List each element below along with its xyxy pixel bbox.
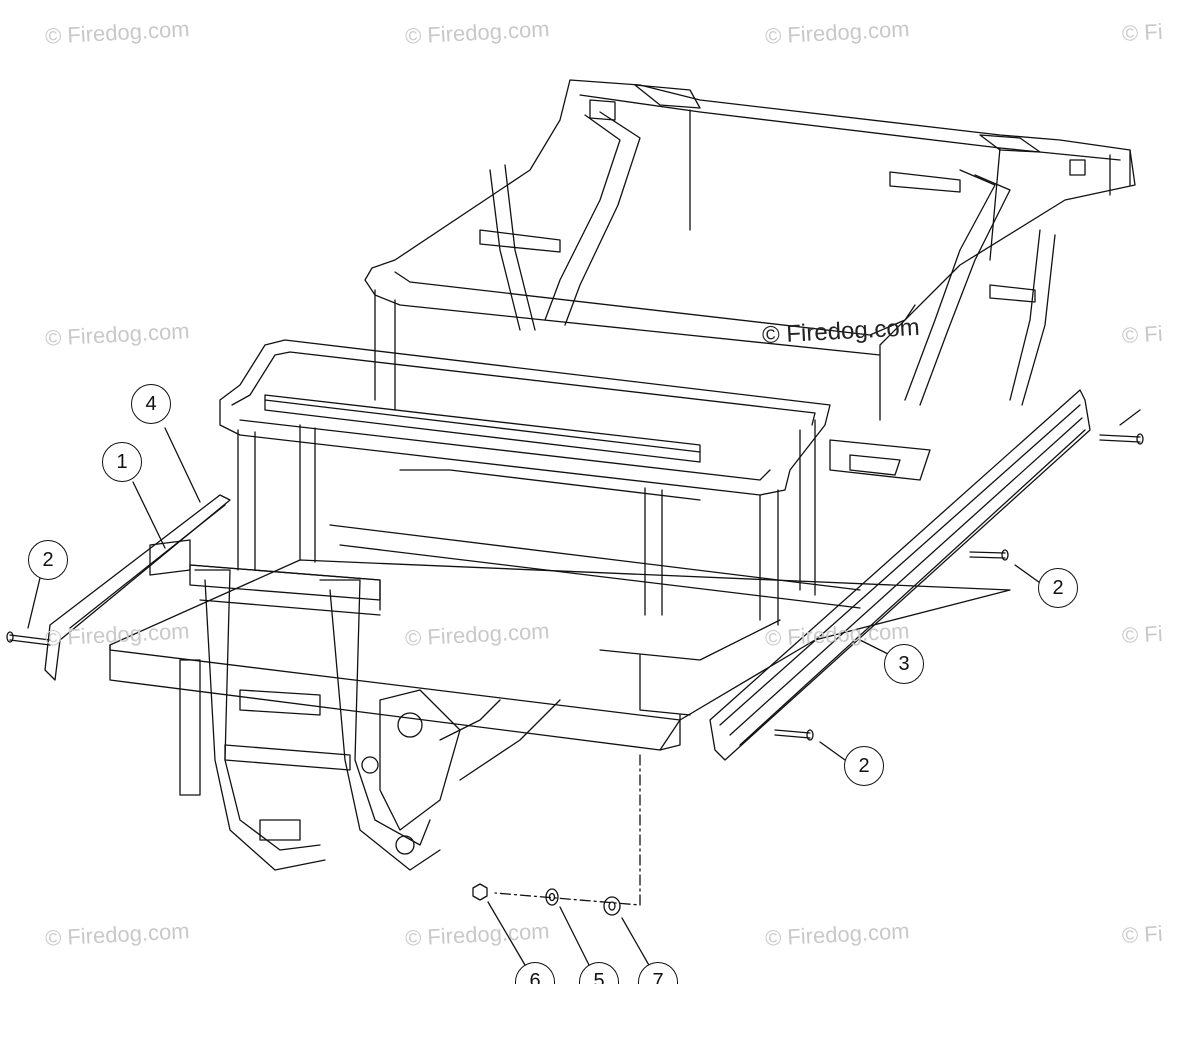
leader-lines (27, 409, 1141, 968)
callout-4: 4 (131, 384, 171, 424)
main-chassis-rails (109, 439, 1011, 751)
side-panel-right (709, 389, 1091, 761)
front-seat-frame (219, 339, 831, 626)
watermark-7: © Fi (1121, 320, 1164, 349)
rear-curved-uprights (479, 111, 1056, 406)
callout-2-left: 2 (28, 540, 68, 580)
callout-3: 3 (884, 644, 924, 684)
watermark-15: © Fi (1121, 920, 1164, 949)
callout-1: 1 (102, 442, 142, 482)
side-panel-left (44, 494, 231, 681)
callout-2-lower: 2 (844, 746, 884, 786)
front-suspension (179, 564, 561, 871)
callout-2-right: 2 (1038, 568, 1078, 608)
fasteners (6, 433, 1144, 916)
watermark-11: © Fi (1121, 620, 1164, 649)
watermark-4: © Fi (1121, 18, 1164, 47)
assembly-centerline (494, 754, 641, 906)
rear-upper-frame (364, 79, 1136, 421)
